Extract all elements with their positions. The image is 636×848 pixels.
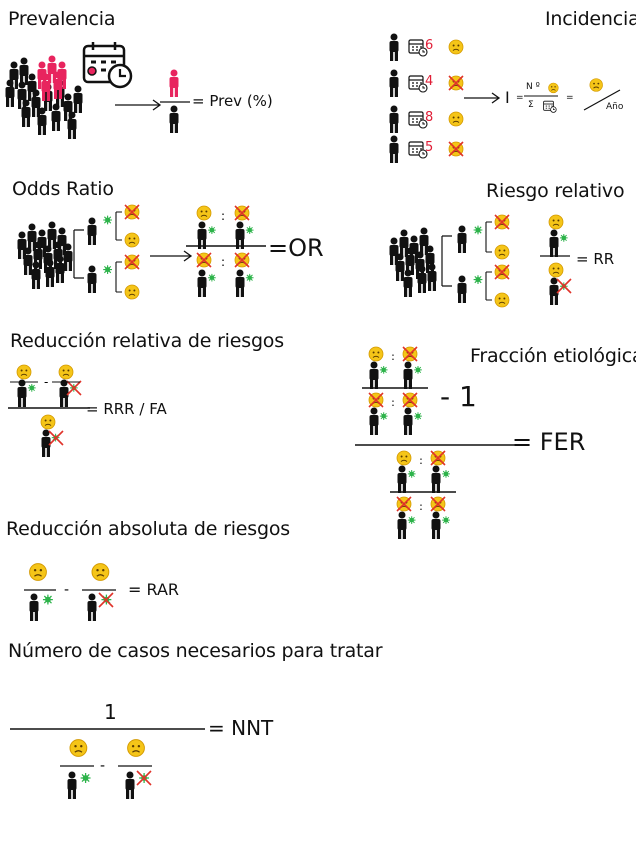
prevalence-result: = Prev (%) xyxy=(192,92,273,110)
odds-ratio-tree xyxy=(10,200,170,300)
rar-result: = RAR xyxy=(128,580,179,599)
title-riesgo-relativo: Riesgo relativo xyxy=(486,180,624,202)
relative-risk-fraction xyxy=(540,212,580,302)
svg-text::: : xyxy=(419,454,423,467)
svg-text::: : xyxy=(391,350,395,363)
incidence-count-1: 6 xyxy=(425,38,433,53)
incidence-fraction xyxy=(524,76,564,116)
svg-text::: : xyxy=(391,396,395,409)
incidence-symbol: I xyxy=(505,88,510,107)
fer-result: = FER xyxy=(512,428,585,456)
svg-text:-: - xyxy=(100,758,105,774)
fer-upper-fraction: : : xyxy=(362,344,442,434)
fer-minus-one: - 1 xyxy=(440,380,477,413)
incidence-count-3: 8 xyxy=(425,110,433,125)
incidence-equals-2: = xyxy=(566,93,574,103)
incidence-equals-1: = xyxy=(516,93,524,103)
rrr-result: = RRR / FA xyxy=(86,400,167,418)
svg-text:-: - xyxy=(44,375,48,389)
incidence-arrow xyxy=(464,92,504,104)
calendar-clock-icon xyxy=(82,40,142,90)
title-fraccion-etiologica: Fracción etiológica xyxy=(470,345,636,367)
incidence-count-2: 4 xyxy=(425,74,433,89)
relative-risk-result: = RR xyxy=(576,250,614,268)
rrr-fraction: - xyxy=(8,362,98,462)
incidence-count-4: 5 xyxy=(425,140,433,155)
title-nnt: Número de casos necesarios para tratar xyxy=(8,640,382,662)
incidence-unit: Año xyxy=(606,102,623,112)
svg-text::: : xyxy=(221,255,225,269)
nnt-result: = NNT xyxy=(208,716,273,740)
nnt-numerator: 1 xyxy=(104,700,117,724)
incidence-denominator: Σ xyxy=(528,100,534,110)
nnt-fraction: - xyxy=(10,724,210,814)
svg-text::: : xyxy=(221,209,225,223)
title-rar: Reducción absoluta de riesgos xyxy=(6,518,290,540)
svg-text:-: - xyxy=(64,582,69,598)
relative-risk-tree xyxy=(382,210,522,310)
odds-ratio-fraction: : : xyxy=(186,200,276,300)
title-incidencia: Incidencia xyxy=(545,8,636,30)
title-odds-ratio: Odds Ratio xyxy=(12,178,114,200)
title-prevalencia: Prevalencia xyxy=(8,8,115,30)
rar-fraction: - xyxy=(20,560,130,620)
fer-lower-fraction: : : xyxy=(390,448,470,538)
title-rrr: Reducción relativa de riesgos xyxy=(10,330,284,352)
svg-text::: : xyxy=(419,500,423,513)
odds-ratio-result: =OR xyxy=(268,234,324,262)
prevalence-arrow xyxy=(115,99,165,111)
